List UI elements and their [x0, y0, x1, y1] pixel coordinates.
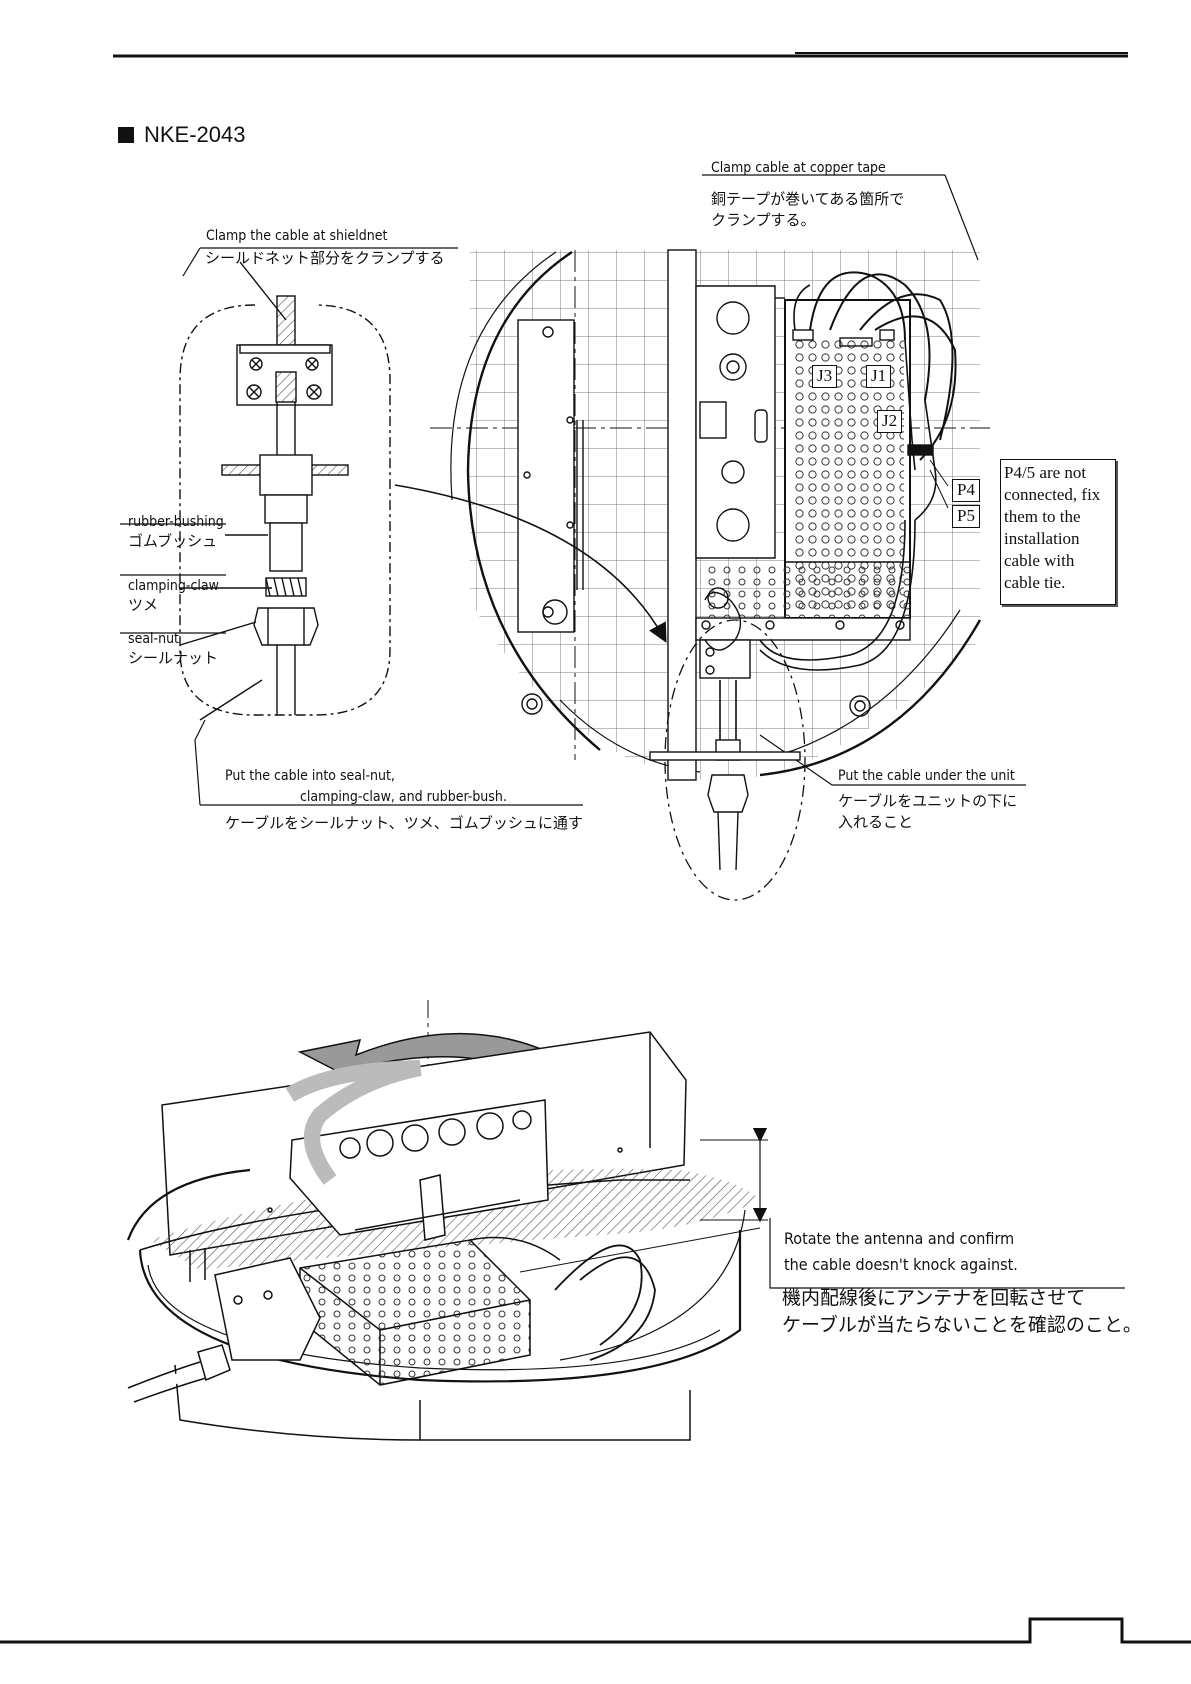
- p45-note-line: connected, fix: [1004, 485, 1101, 504]
- label-clamp-shieldnet-jp: シールドネット部分をクランプする: [205, 249, 445, 267]
- label-seal-nut-en: seal-nut: [128, 631, 179, 647]
- p45-note-line: them to the: [1004, 507, 1081, 526]
- p45-note-line: installation: [1004, 529, 1080, 548]
- footer-rule: [0, 1617, 1191, 1644]
- label-seal-nut-jp: シールナット: [128, 649, 219, 667]
- label-rotate-jp-2: ケーブルが当たらないことを確認のこと。: [782, 1314, 1142, 1336]
- label-clamping-claw-en: clamping-claw: [128, 578, 219, 594]
- label-rubber-bushing-en: rubber-bushing: [128, 514, 224, 530]
- p45-note-line: P4/5 are not: [1004, 463, 1087, 482]
- connector-label-j1: J1: [866, 365, 892, 388]
- label-rotate-en-1: Rotate the antenna and confirm: [784, 1229, 1015, 1248]
- label-put-cable-en-1: Put the cable into seal-nut,: [225, 768, 395, 784]
- connector-label-p4: P4: [952, 479, 980, 502]
- section-heading: NKE-2043: [118, 122, 246, 148]
- rotation-check-drawing: [126, 1000, 1125, 1441]
- label-clamp-copper-jp-2: クランプする。: [711, 211, 816, 229]
- label-clamp-shieldnet-en: Clamp the cable at shieldnet: [206, 228, 388, 244]
- label-rotate-jp-1: 機内配線後にアンテナを回転させて: [782, 1287, 1086, 1309]
- label-put-cable-jp: ケーブルをシールナット、ツメ、ゴムブッシュに通す: [225, 814, 583, 832]
- radome-interior: [394, 249, 990, 901]
- label-clamp-copper-jp-1: 銅テープが巻いてある箇所で: [711, 190, 905, 208]
- label-clamping-claw-jp: ツメ: [128, 596, 159, 614]
- heading-text: NKE-2043: [144, 122, 246, 147]
- p45-note-box: P4/5 are not connected, fix them to the …: [1000, 459, 1116, 605]
- label-under-unit-jp-2: 入れること: [838, 813, 914, 831]
- label-clamp-copper-en: Clamp cable at copper tape: [711, 160, 886, 176]
- connector-label-j3: J3: [812, 365, 838, 388]
- p45-note-line: cable tie.: [1004, 573, 1066, 592]
- connector-label-p5: P5: [952, 505, 980, 528]
- label-rotate-en-2: the cable doesn't knock against.: [784, 1255, 1018, 1274]
- cable-gland-detail: [179, 261, 391, 721]
- connector-label-j2: J2: [877, 410, 903, 433]
- label-under-unit-en: Put the cable under the unit: [838, 768, 1015, 784]
- label-rubber-bushing-jp: ゴムブッシュ: [128, 532, 218, 550]
- label-under-unit-jp-1: ケーブルをユニットの下に: [838, 792, 1018, 810]
- square-bullet-icon: [118, 127, 134, 143]
- label-put-cable-en-2: clamping-claw, and rubber-bush.: [300, 789, 507, 805]
- p45-note-line: cable with: [1004, 551, 1075, 570]
